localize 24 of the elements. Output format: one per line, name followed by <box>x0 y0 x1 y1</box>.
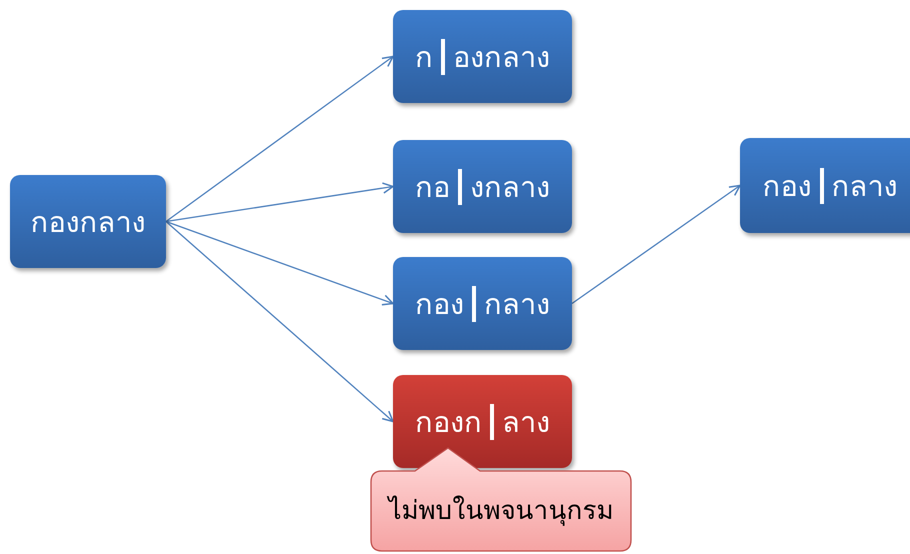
word-text: ก <box>415 38 433 76</box>
word-text: กลาง <box>484 286 550 322</box>
word-box <box>740 138 910 233</box>
arrow <box>166 220 394 306</box>
word-text: กอง <box>415 286 464 322</box>
word-text: กองกลาง <box>30 204 146 240</box>
arrow <box>166 182 394 222</box>
callout-bubble <box>370 446 632 552</box>
word-text: กลาง <box>832 168 898 204</box>
word-text: กองก <box>415 404 482 440</box>
arrow <box>572 184 741 304</box>
word-text: กอง <box>762 168 812 204</box>
arrow <box>166 56 394 222</box>
word-text: ไม่พบในพจนานุกรม <box>388 494 614 528</box>
word-text: งกลาง <box>470 168 550 206</box>
word-box <box>393 257 572 350</box>
word-text: ลาง <box>502 404 550 440</box>
word-text: องกลาง <box>453 38 550 76</box>
word-box <box>393 140 572 233</box>
word-text: กอ <box>415 168 450 206</box>
word-box <box>393 10 572 103</box>
word-box <box>10 175 166 268</box>
word-box <box>393 375 572 468</box>
arrow <box>166 221 394 422</box>
